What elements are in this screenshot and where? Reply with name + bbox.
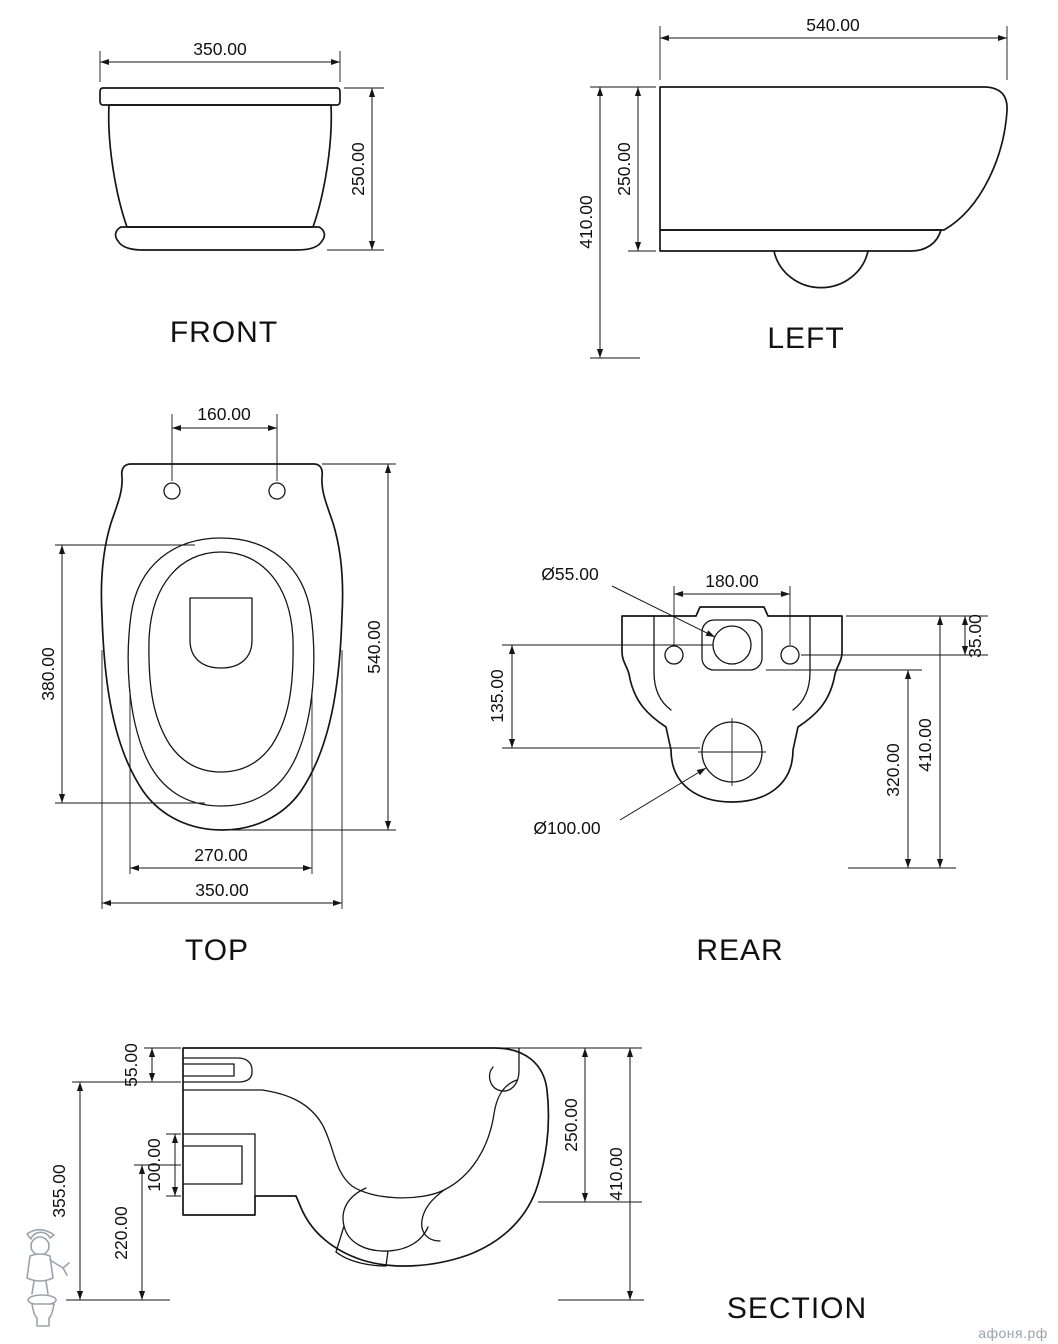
top-hinge-hole-left <box>163 482 181 500</box>
mascot-head-icon <box>30 1236 50 1256</box>
rear-inlet-circle <box>712 625 752 665</box>
front-view-label: FRONT <box>170 316 278 349</box>
top-bowl-length-dim: 380.00 <box>38 647 58 701</box>
left-rim-band-outline <box>659 229 942 252</box>
left-view: 540.00 250.00 410.00 LEFT <box>576 15 1008 359</box>
top-seat-contour <box>127 537 315 807</box>
left-depth-dim: 540.00 <box>806 15 860 35</box>
top-total-width-dim: 350.00 <box>195 880 249 900</box>
top-hinge-spacing-dim: 160.00 <box>197 404 251 424</box>
front-base-outline <box>114 226 326 251</box>
rear-inlet-diameter-dim: Ø55.00 <box>541 564 599 584</box>
top-extension-lines <box>55 414 396 909</box>
left-total-height-dim: 410.00 <box>576 195 596 249</box>
section-shell-outline <box>182 1047 550 1267</box>
section-spud-center-dim: 220.00 <box>111 1206 131 1260</box>
rear-outlet-height-dim: 320.00 <box>883 743 903 797</box>
top-view: 160.00 380.00 540.00 270.00 350.00 TOP <box>38 404 396 967</box>
front-height-dim: 250.00 <box>348 142 368 196</box>
section-spud-inlet <box>182 1133 256 1197</box>
section-rim-channel <box>488 1047 520 1092</box>
mascot-body-icon <box>26 1253 54 1282</box>
section-view-label: SECTION <box>727 1292 867 1325</box>
left-extension-lines <box>590 26 1008 359</box>
section-rim-drop-dim: 55.00 <box>121 1043 141 1087</box>
front-view: 350.00 250.00 FRONT <box>99 39 384 349</box>
section-view: 55.00 100.00 355.00 220.00 250.00 410.00… <box>49 1043 867 1325</box>
section-rim-to-floor-dim: 355.00 <box>49 1164 69 1218</box>
top-flush-zone <box>189 597 253 669</box>
section-flush-channel <box>182 1057 263 1091</box>
rear-inlet-outlet-dim: 135.00 <box>487 669 507 723</box>
rear-fixing-hole-left <box>664 645 684 665</box>
left-trap-outline <box>773 250 869 289</box>
rear-fixing-hole-right <box>780 645 800 665</box>
top-hinge-hole-right <box>268 482 286 500</box>
front-rim-outline <box>99 87 341 106</box>
rear-plate-edges <box>653 615 811 711</box>
rear-top-offset-dim: 35.00 <box>965 614 985 658</box>
mascot-toilet-base-icon <box>31 1303 55 1327</box>
top-total-depth-dim: 540.00 <box>364 620 384 674</box>
rear-view: Ø55.00 180.00 35.00 135.00 320.00 410.00… <box>487 564 988 967</box>
section-bowl-surface <box>261 1079 518 1199</box>
watermark-mascot <box>26 1228 70 1327</box>
rear-fixing-spacing-dim: 180.00 <box>705 571 759 591</box>
front-extension-lines <box>99 51 384 251</box>
rear-outlet-crosshair <box>698 718 766 786</box>
section-total-height-dim: 410.00 <box>606 1147 626 1201</box>
mascot-cap-icon <box>26 1228 55 1240</box>
left-body-outline <box>659 86 1008 231</box>
section-bowl-height-dim: 250.00 <box>561 1098 581 1152</box>
rear-view-label: REAR <box>696 934 783 967</box>
left-view-label: LEFT <box>767 322 844 355</box>
section-trap <box>335 1187 445 1267</box>
rear-outlet-diameter-dim: Ø100.00 <box>533 818 600 838</box>
rear-inlet-leader <box>611 585 716 638</box>
rear-body-outline <box>621 606 843 803</box>
section-spud-height-dim: 100.00 <box>144 1138 164 1192</box>
mascot-legs-icon <box>31 1280 49 1295</box>
rear-total-height-dim: 410.00 <box>915 718 935 772</box>
top-bowl-opening-contour <box>148 551 294 773</box>
mascot-arm-icon <box>49 1259 70 1276</box>
top-outer-outline <box>100 463 344 831</box>
rear-extension-lines <box>502 586 988 869</box>
top-inner-width-dim: 270.00 <box>194 845 248 865</box>
front-width-dim: 350.00 <box>193 39 247 59</box>
watermark-text: афоня.рф <box>978 1325 1048 1341</box>
rear-outlet-leader <box>619 767 707 821</box>
front-body-outline <box>107 104 333 228</box>
top-view-label: TOP <box>185 934 249 967</box>
left-bowl-height-dim: 250.00 <box>614 142 634 196</box>
